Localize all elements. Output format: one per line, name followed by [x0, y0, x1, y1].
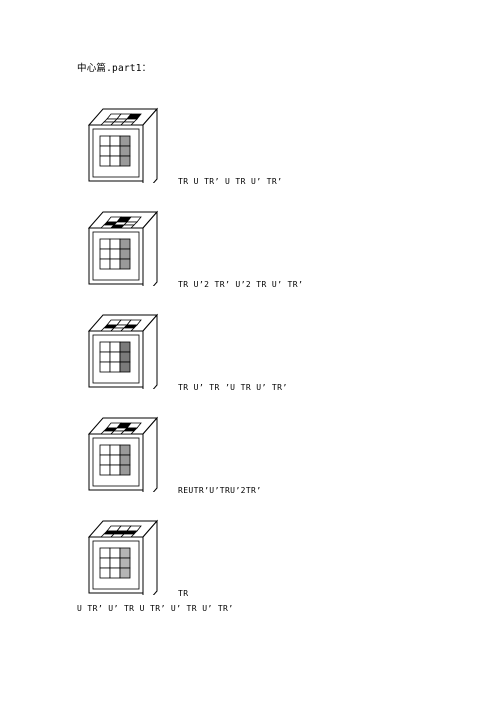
formula-2: TR U’2 TR’ U’2 TR U’ TR’ — [178, 280, 304, 289]
formula-3: TR U’ TR ’U TR U’ TR’ — [178, 383, 288, 392]
formula-4: REUTR’U’TRU’2TR’ — [178, 486, 262, 495]
cube-diagram-2 — [83, 206, 163, 286]
cube-diagram-1 — [83, 103, 163, 183]
formula-continuation: U TR’ U’ TR U TR’ U’ TR U’ TR’ — [77, 604, 234, 613]
page-title: 中心篇.part1： — [77, 63, 152, 74]
cube-diagram-3 — [83, 309, 163, 389]
formula-1: TR U TR’ U TR U’ TR’ — [178, 177, 283, 186]
cube-diagram-5 — [83, 515, 163, 595]
formula-5: TR — [178, 589, 189, 598]
cube-diagram-4 — [83, 412, 163, 492]
